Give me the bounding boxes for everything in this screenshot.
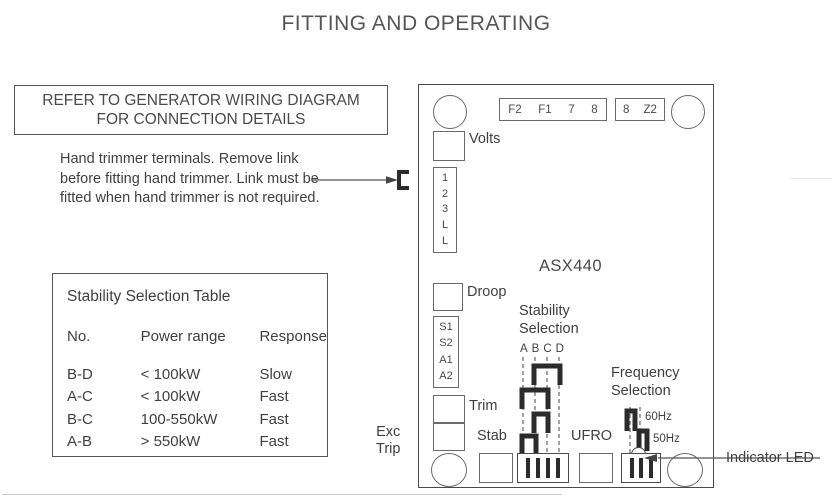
stability-table-title: Stability Selection Table <box>67 288 231 305</box>
trim-potentiometer[interactable] <box>433 395 465 423</box>
terminal-pin-8b: 8 <box>623 103 630 116</box>
strip-pin-l1: L <box>441 219 449 232</box>
cell-power: > 550kW <box>140 432 201 450</box>
cell-response: Fast <box>259 432 289 450</box>
volts-label: Volts <box>469 131 501 147</box>
stab-potentiometer[interactable] <box>479 453 513 483</box>
terminal-pin-8: 8 <box>591 103 598 116</box>
frequency-50hz-label: 50Hz <box>653 433 680 445</box>
stability-pin-label-a: A <box>520 343 528 355</box>
exc-label: Exc <box>376 424 401 440</box>
mounting-hole-bottom-right <box>667 453 703 487</box>
strip-pin-2: 2 <box>441 187 449 200</box>
trip-label: Trip <box>376 441 401 458</box>
mounting-hole-bottom-left <box>431 453 467 487</box>
pin-a <box>526 458 530 478</box>
terminal-pin-f2: F2 <box>508 103 522 116</box>
frequency-selection-title-line-1: Frequency <box>611 365 680 381</box>
table-header-row: No. Power range Response <box>67 328 327 365</box>
terminal-pin-7: 7 <box>568 103 575 116</box>
stability-selection-pin-header[interactable] <box>517 453 569 483</box>
asx440-avr-board: F2 F1 7 8 8 Z2 Volts 1 2 3 L L ASX440 Dr… <box>418 84 714 488</box>
strip-pin-a1: A1 <box>439 353 453 366</box>
stability-pin-label-d: D <box>555 343 564 355</box>
frequency-selection-title-line-2: Selection <box>611 383 671 399</box>
cell-power: < 100kW <box>140 388 201 406</box>
page-title: FITTING AND OPERATING <box>281 12 551 35</box>
stability-table: No. Power range Response B-D < 100kW Slo… <box>67 328 327 454</box>
pin-freq-2 <box>639 458 643 478</box>
scan-artifact-line <box>790 178 832 179</box>
cell-no: A-C <box>67 388 93 406</box>
terminal-pin-f1: F1 <box>538 103 552 116</box>
table-header-no: No. <box>67 328 91 345</box>
refer-box-line-1: REFER TO GENERATOR WIRING DIAGRAM <box>42 91 360 109</box>
stab-label: Stab <box>477 428 507 444</box>
table-row: B-C 100-550kW Fast <box>67 410 327 432</box>
refer-to-wiring-diagram-box: REFER TO GENERATOR WIRING DIAGRAM FOR CO… <box>14 85 388 135</box>
trim-potentiometer-lower[interactable] <box>433 423 465 451</box>
refer-box-line-2: FOR CONNECTION DETAILS <box>96 111 306 128</box>
table-row: B-D < 100kW Slow <box>67 365 327 387</box>
frequency-60hz-label: 60Hz <box>645 411 672 423</box>
stability-pin-label-b: B <box>531 343 540 355</box>
table-row: A-B > 550kW Fast <box>67 432 327 454</box>
pin-b <box>536 458 540 478</box>
stability-selection-title-line-1: Stability <box>519 303 570 319</box>
table-header-power: Power range <box>140 328 226 345</box>
stability-pin-labels: A B C D <box>520 343 564 355</box>
cell-response: Fast <box>259 388 289 406</box>
hand-trimmer-link-jumper <box>397 170 409 190</box>
pin-c <box>546 458 550 478</box>
stability-jumper-a-c[interactable] <box>519 387 551 409</box>
droop-potentiometer[interactable] <box>433 283 463 311</box>
strip-pin-s1: S1 <box>439 321 453 334</box>
stability-pin-label-c: C <box>543 343 552 355</box>
indicator-led-callout-arrow-icon <box>644 454 820 462</box>
cell-no: B-C <box>67 410 93 428</box>
droop-label: Droop <box>467 284 507 300</box>
volts-potentiometer[interactable] <box>433 131 465 161</box>
pin-freq-3 <box>648 458 653 478</box>
stability-jumper-b-d[interactable] <box>531 363 563 385</box>
frequency-jumper-60hz[interactable] <box>623 407 639 431</box>
pin-freq-1 <box>629 458 634 478</box>
cell-response: Fast <box>259 410 289 428</box>
strip-pin-3: 3 <box>441 203 449 216</box>
pin-d <box>556 458 560 478</box>
strip-pin-a2: A2 <box>439 369 453 382</box>
board-model-label: ASX440 <box>539 257 602 275</box>
strip-pin-s2: S2 <box>439 337 453 350</box>
terminal-pin-z2: Z2 <box>643 103 657 116</box>
indicator-led-callout-label: Indicator LED <box>726 450 814 466</box>
cell-no: A-B <box>67 432 93 450</box>
table-row: A-C < 100kW Fast <box>67 387 327 409</box>
mounting-hole-top-left <box>433 95 467 129</box>
cell-no: B-D <box>67 366 93 383</box>
terminal-block-8-z2[interactable]: 8 Z2 <box>615 98 665 121</box>
ufro-potentiometer[interactable] <box>579 453 613 483</box>
exc-trip-label: Exc Trip <box>376 424 400 459</box>
sense-terminal-strip[interactable]: S1 S2 A1 A2 <box>433 316 459 388</box>
hand-trimmer-arrow-icon <box>312 176 398 184</box>
stability-selection-table-box: Stability Selection Table No. Power rang… <box>52 273 328 457</box>
volts-terminal-strip[interactable]: 1 2 3 L L <box>433 167 457 253</box>
ufro-label: UFRO <box>571 428 613 444</box>
cell-power: 100-550kW <box>140 410 218 428</box>
stability-jumper-a-b[interactable] <box>519 433 539 455</box>
trim-label: Trim <box>469 398 498 414</box>
cell-response: Slow <box>259 366 292 383</box>
footer-rule <box>2 494 562 495</box>
table-header-response: Response <box>259 328 327 345</box>
mounting-hole-top-right <box>671 95 705 129</box>
strip-pin-1: 1 <box>441 171 449 184</box>
strip-pin-l2: L <box>441 235 449 248</box>
terminal-block-f2-f1-7-8[interactable]: F2 F1 7 8 <box>499 98 607 121</box>
stability-selection-title-line-2: Selection <box>519 321 579 337</box>
cell-power: < 100kW <box>140 366 201 383</box>
hand-trimmer-note: Hand trimmer terminals. Remove link befo… <box>60 151 320 207</box>
stability-jumper-b-c[interactable] <box>531 411 551 433</box>
frequency-jumper-50hz[interactable] <box>635 427 651 451</box>
